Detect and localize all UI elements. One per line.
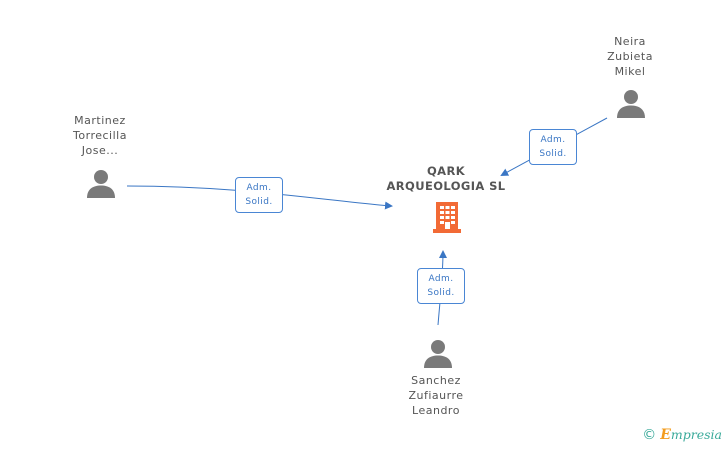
person-icon[interactable] [85, 168, 117, 200]
relation-badge-sanchez[interactable]: Adm. Solid. [417, 268, 465, 304]
company-name[interactable]: QARK ARQUEOLOGIA SL [376, 164, 516, 194]
brand-logo[interactable]: Empresia [660, 427, 722, 443]
relation-role: Adm. [540, 135, 566, 145]
name-line: Sanchez [411, 374, 461, 387]
name-line: Torrecilla [73, 129, 127, 142]
company-name-line2: ARQUEOLOGIA SL [386, 179, 506, 193]
relation-badge-martinez[interactable]: Adm. Solid. [235, 177, 283, 213]
name-line: Neira [614, 35, 646, 48]
name-line: Leandro [412, 404, 460, 417]
relation-badge-neira[interactable]: Adm. Solid. [529, 129, 577, 165]
copyright-icon: © [642, 427, 657, 443]
relation-role: Adm. [246, 183, 272, 193]
person-icon[interactable] [422, 338, 454, 370]
name-line: Jose... [81, 144, 119, 157]
building-icon[interactable] [432, 200, 462, 234]
name-line: Mikel [614, 65, 646, 78]
footer-brand: © Empresia [642, 427, 722, 443]
name-line: Martinez [74, 114, 126, 127]
person-name-neira[interactable]: Neira Zubieta Mikel [580, 34, 680, 79]
person-icon[interactable] [615, 88, 647, 120]
brand-initial: E [660, 427, 671, 443]
relation-type: Solid. [245, 197, 273, 207]
relation-type: Solid. [427, 288, 455, 298]
relation-role: Adm. [428, 274, 454, 284]
brand-name: mpresia [670, 427, 722, 442]
relation-type: Solid. [539, 149, 567, 159]
person-name-sanchez[interactable]: Sanchez Zufiaurre Leandro [386, 373, 486, 418]
name-line: Zubieta [607, 50, 653, 63]
person-name-martinez[interactable]: Martinez Torrecilla Jose... [50, 113, 150, 158]
company-name-line1: QARK [426, 164, 466, 178]
name-line: Zufiaurre [408, 389, 464, 402]
